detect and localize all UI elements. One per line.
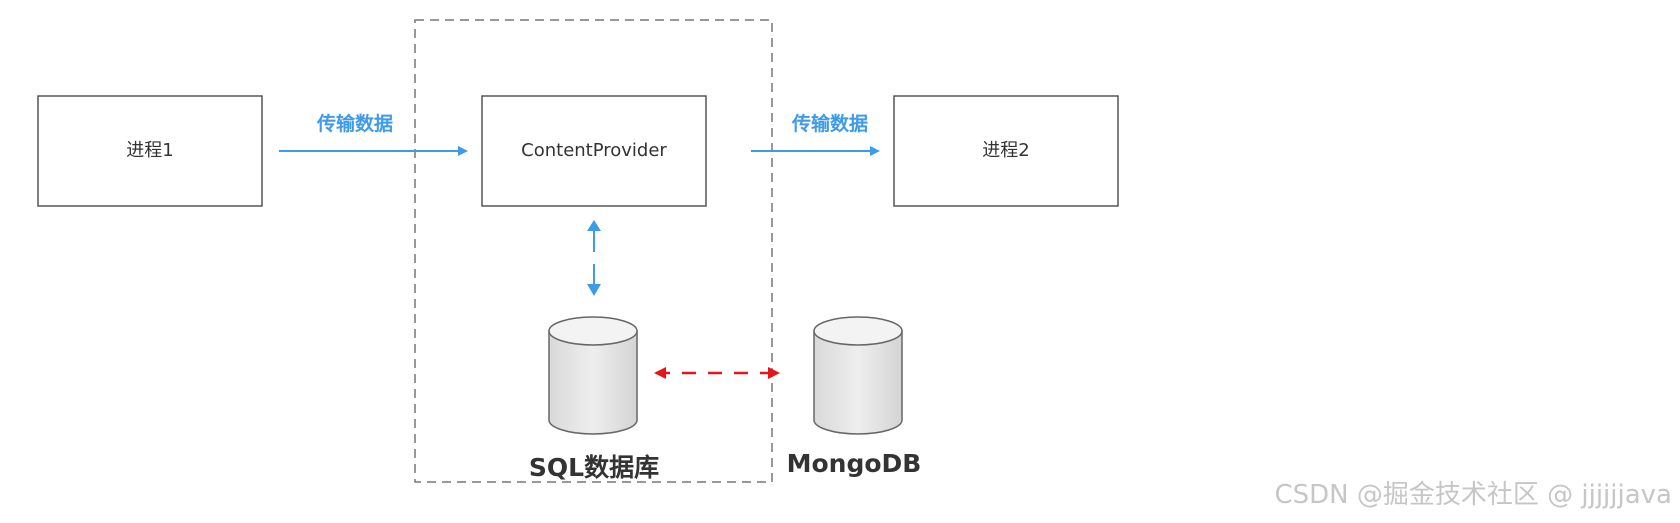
vertical-bidirectional-arrow	[587, 220, 601, 296]
content-provider-label: ContentProvider	[521, 140, 667, 161]
process1-label: 进程1	[126, 140, 173, 161]
process2-box	[893, 95, 1119, 207]
right-transfer-label: 传输数据	[791, 112, 868, 135]
content-provider-node: ContentProvider	[481, 95, 707, 207]
sql-database-icon	[548, 316, 638, 435]
mongodb-label: MongoDB	[787, 449, 922, 478]
content-provider-box	[481, 95, 707, 207]
left-transfer-label: 传输数据	[316, 112, 393, 135]
process1-node: 进程1	[37, 95, 263, 207]
process2-label: 进程2	[982, 140, 1029, 161]
mongodb-icon	[813, 316, 903, 435]
watermark: CSDN @掘金技术社区 @ jjjjjjava	[1274, 480, 1672, 510]
sql-database-label: SQL数据库	[529, 453, 659, 482]
process2-node: 进程2	[893, 95, 1119, 207]
provider-boundary	[414, 19, 773, 483]
process1-box	[37, 95, 263, 207]
